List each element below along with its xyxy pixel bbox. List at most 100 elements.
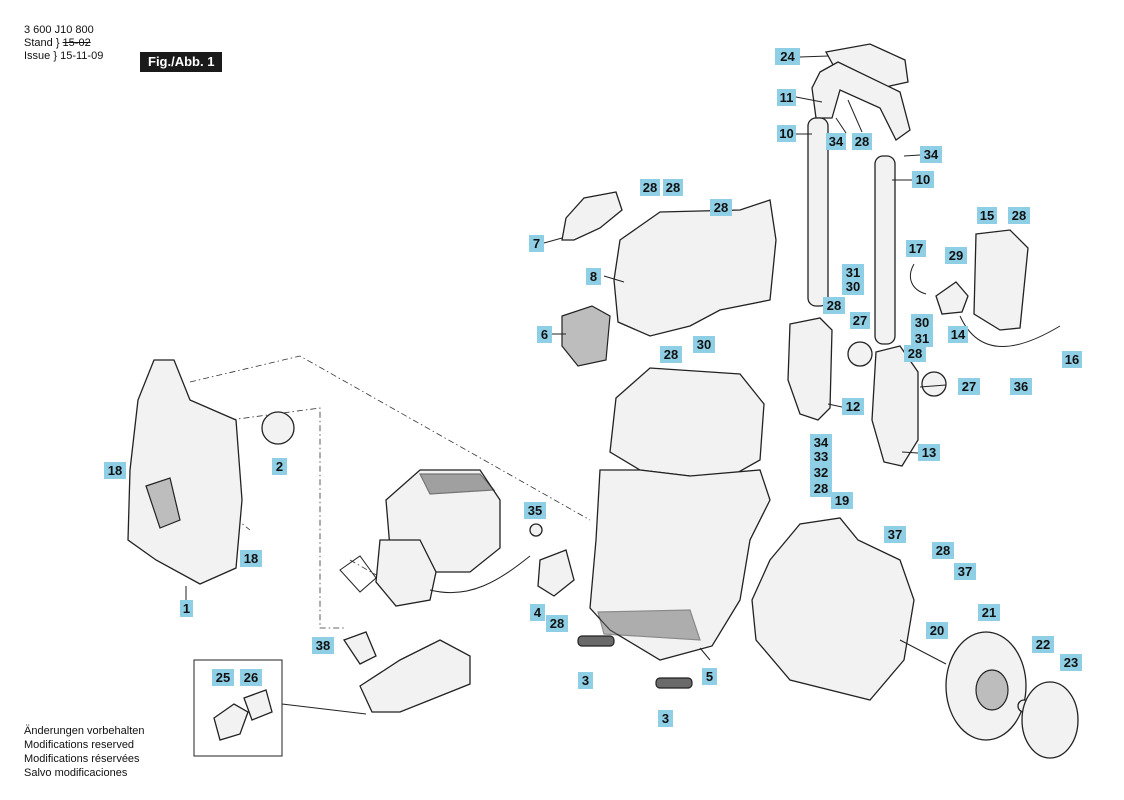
part-number: 30: [915, 315, 929, 330]
part-label: 31: [911, 330, 933, 347]
side-panel-right: [871, 345, 919, 467]
figure-badge: Fig./Abb. 1: [140, 52, 223, 72]
part-label: 16: [1062, 351, 1082, 368]
part-number: 20: [930, 623, 944, 638]
part-number: 6: [541, 327, 548, 342]
upper-housing: [609, 367, 765, 479]
brace: }: [55, 37, 63, 49]
motor-front: [375, 539, 437, 607]
main-housing: [589, 367, 771, 661]
part-number: 34: [814, 435, 829, 450]
part-label: 17: [906, 240, 926, 257]
part-label: 8: [586, 268, 601, 285]
part-label: 28: [660, 346, 682, 363]
front-cover-inner: [145, 477, 181, 529]
issue-label: Issue: [24, 50, 51, 62]
pump-assembly: [343, 631, 471, 713]
part-label: 23: [1060, 654, 1082, 671]
part-number: 34: [829, 134, 844, 149]
part-label: 27: [958, 378, 980, 395]
housing-vent: [597, 609, 701, 641]
side-panels: [787, 317, 947, 467]
stand-row: Stand } 15-02: [24, 37, 103, 50]
nut-part: [529, 523, 543, 537]
part-label: 4: [530, 604, 545, 621]
part-number: 28: [936, 543, 950, 558]
document-code: 3 600 J10 800: [24, 24, 94, 36]
part-label: 38: [312, 637, 334, 654]
part-number: 31: [846, 265, 860, 280]
part-label: 28: [932, 542, 954, 559]
feet-parts: [577, 635, 693, 689]
part-number: 18: [108, 463, 122, 478]
part-label: 26: [240, 669, 262, 686]
note-line: Salvo modificaciones: [24, 767, 128, 779]
part-number: 37: [888, 527, 902, 542]
part-label: 37: [884, 526, 906, 543]
part-number: 28: [643, 180, 657, 195]
handle-bar: [811, 61, 911, 141]
inset-arrow: [281, 703, 367, 715]
pump-body: [359, 639, 471, 713]
note-line: Modifications reserved: [24, 739, 135, 751]
part-label: 5: [702, 668, 717, 685]
issue-row: Issue } 15-11-09: [24, 50, 103, 63]
motor-assembly: [339, 469, 531, 607]
axle: [899, 639, 947, 665]
handle-assembly: [807, 43, 911, 345]
part-number: 25: [216, 670, 230, 685]
part-label: 27: [850, 312, 870, 329]
part-label: 28: [640, 179, 660, 196]
part-label: 28: [1008, 207, 1030, 224]
part-label: 36: [1010, 378, 1032, 395]
notes-block: Änderungen vorbehalten Modifications res…: [24, 724, 144, 780]
part-number: 34: [924, 147, 939, 162]
pump-inlet: [343, 631, 377, 665]
part-label: 30: [693, 336, 715, 353]
part-label: 3: [658, 710, 673, 727]
part-number: 15: [980, 208, 994, 223]
handle-tube-left: [807, 117, 829, 307]
leader-lines: [185, 55, 947, 661]
part-number: 28: [666, 180, 680, 195]
part-label: 28: [904, 345, 926, 362]
part-label: 3: [578, 672, 593, 689]
part-number: 7: [533, 236, 540, 251]
part-label: 22: [1032, 636, 1054, 653]
filter-inset: [193, 659, 367, 757]
part-number: 28: [908, 346, 922, 361]
filter-part: [213, 703, 249, 741]
part-label: 7: [529, 235, 544, 252]
header-block: 3 600 J10 800 Stand } 15-02 Issue } 15-1…: [24, 24, 103, 63]
control-panel: [973, 229, 1029, 331]
part-number: 5: [706, 669, 713, 684]
part-number: 28: [1012, 208, 1026, 223]
hub-cap: [1021, 681, 1079, 759]
part-label: 34: [920, 146, 942, 163]
part-label: 30: [842, 278, 864, 295]
part-number: 33: [814, 449, 828, 464]
part-number: 2: [276, 459, 283, 474]
part-label: 30: [911, 314, 933, 331]
part-number: 28: [827, 298, 841, 313]
top-cover-assembly: [561, 191, 777, 367]
small-parts-left: [529, 523, 575, 597]
part-number: 3: [662, 711, 669, 726]
motor-top: [419, 473, 496, 495]
part-number: 37: [958, 564, 972, 579]
part-label: 6: [537, 326, 552, 343]
part-number: 10: [779, 126, 793, 141]
part-label: 28: [852, 133, 872, 150]
issue-value: 15-11-09: [60, 50, 104, 62]
part-label: 12: [842, 398, 864, 415]
part-label: 28: [663, 179, 683, 196]
part-number: 12: [846, 399, 860, 414]
part-label: 10: [777, 125, 796, 142]
shroud-part: [561, 191, 623, 241]
part-label: 28: [710, 199, 732, 216]
part-label: 31: [842, 264, 864, 281]
part-label: 11: [777, 89, 796, 106]
part-number: 38: [316, 638, 330, 653]
wheel-hub: [975, 669, 1009, 711]
part-number: 28: [664, 347, 678, 362]
